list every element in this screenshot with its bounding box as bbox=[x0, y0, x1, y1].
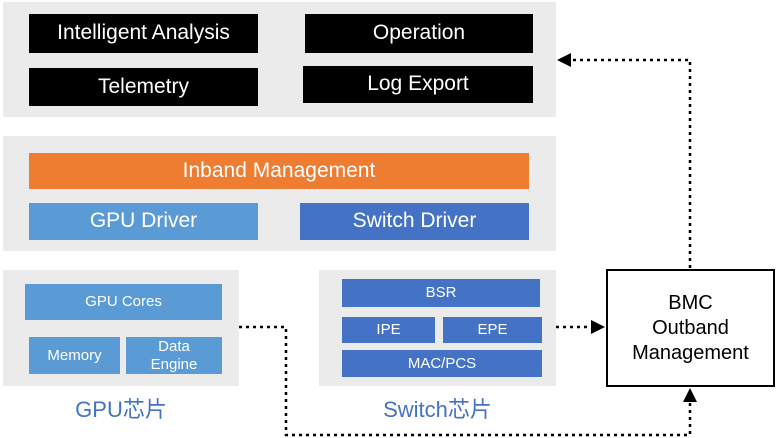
gpu-driver-box: GPU Driver bbox=[29, 203, 258, 240]
switch-chip-caption: Switch芯片 bbox=[383, 397, 492, 422]
ipe-box: IPE bbox=[342, 317, 435, 343]
switch-driver-box: Switch Driver bbox=[300, 203, 529, 240]
epe-box: EPE bbox=[443, 317, 542, 343]
operation-box: Operation bbox=[305, 14, 533, 53]
switch-to-bmc-arrowhead bbox=[591, 320, 605, 334]
bmc-to-application-arrow bbox=[566, 58, 692, 268]
inband-management-bar: Inband Management bbox=[29, 153, 529, 189]
gpu-to-bmc-arrowhead bbox=[683, 388, 697, 402]
data-engine-label-line1: Data bbox=[158, 338, 190, 356]
gpu-cores-box: GPU Cores bbox=[25, 284, 222, 320]
mac-pcs-box: MAC/PCS bbox=[342, 350, 542, 377]
bmc-label-line1: BMC bbox=[668, 291, 713, 314]
bmc-label-line2: Outband bbox=[652, 316, 729, 339]
gpu-to-bmc-arrow bbox=[239, 325, 692, 437]
data-engine-box: Data Engine bbox=[126, 337, 222, 374]
bmc-to-application-arrowhead bbox=[557, 53, 571, 67]
data-engine-label-line2: Engine bbox=[150, 355, 198, 373]
memory-box: Memory bbox=[29, 337, 120, 374]
telemetry-box: Telemetry bbox=[29, 68, 258, 106]
bsr-box: BSR bbox=[342, 279, 540, 307]
log-export-box: Log Export bbox=[303, 66, 533, 103]
bmc-outband-management-box: BMC Outband Management bbox=[606, 269, 775, 387]
intelligent-analysis-box: Intelligent Analysis bbox=[29, 14, 258, 53]
bmc-label-line3: Management bbox=[632, 341, 749, 364]
gpu-chip-caption: GPU芯片 bbox=[75, 397, 167, 422]
